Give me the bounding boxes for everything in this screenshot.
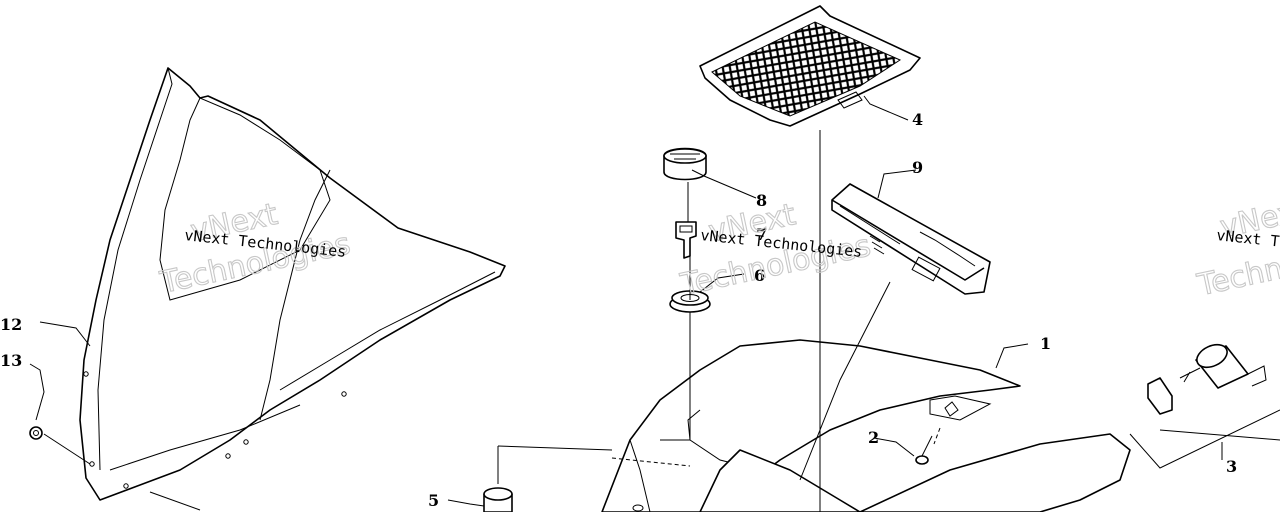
- hood-screw-part: [915, 435, 933, 465]
- callout-5: 5: [428, 491, 439, 510]
- callout-2: 2: [868, 428, 879, 447]
- screw-part: [29, 426, 43, 440]
- callout-4: 4: [912, 110, 923, 129]
- windshield-part: [79, 67, 506, 511]
- callout-6: 6: [754, 266, 765, 285]
- callout-3: 3: [1226, 457, 1237, 476]
- key-part: [675, 221, 697, 259]
- side-panel-part: [859, 433, 1131, 512]
- callout-13: 13: [0, 351, 22, 370]
- callout-1: 1: [1040, 334, 1051, 353]
- gauge-module-part: [831, 183, 991, 295]
- ignition-cap-part: [663, 147, 707, 181]
- filler-cap-part: [483, 487, 513, 512]
- power-outlet-part: [1147, 343, 1267, 415]
- callout-12: 12: [0, 315, 22, 334]
- callout-7: 7: [756, 225, 767, 244]
- callout-8: 8: [756, 191, 767, 210]
- storage-net-part: [699, 5, 921, 127]
- callout-9: 9: [912, 158, 923, 177]
- leader-lines: [29, 95, 1280, 512]
